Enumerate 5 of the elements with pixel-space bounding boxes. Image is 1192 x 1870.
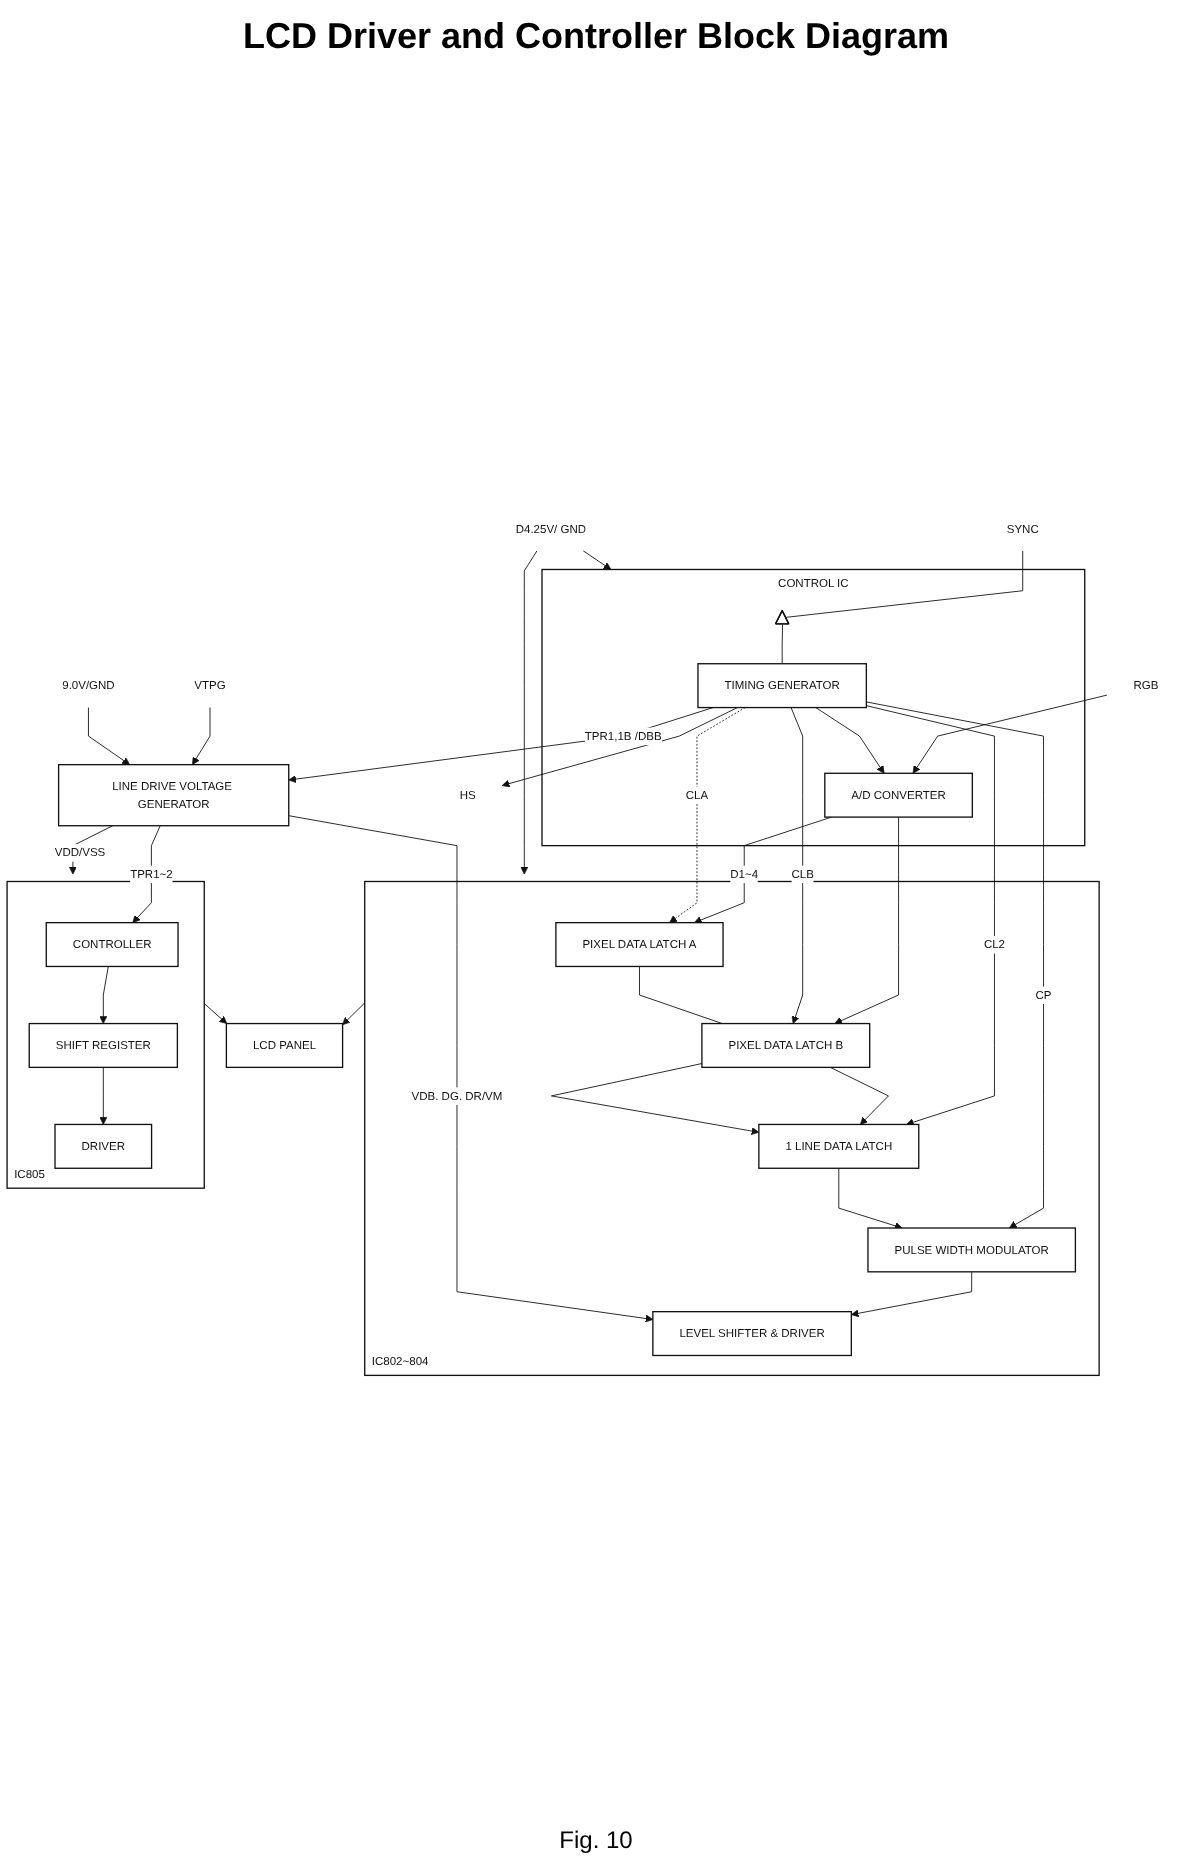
figure-caption: Fig. 10 [559,1826,633,1854]
connector [639,966,723,1025]
connector [781,624,784,665]
connector [785,551,1024,619]
diagram-title: LCD Driver and Controller Block Diagram [242,16,950,58]
